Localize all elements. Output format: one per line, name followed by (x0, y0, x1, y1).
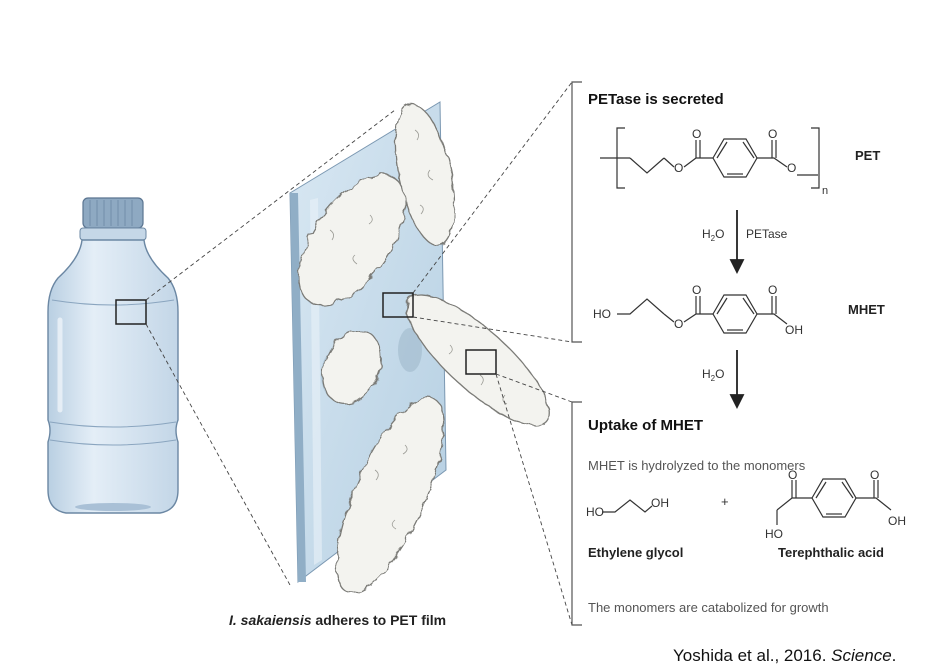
figure-caption: I. sakaiensis adheres to PET film (229, 612, 447, 628)
hydrolysis-text: MHET is hydrolyzed to the monomers (588, 458, 806, 473)
atom-o: O (692, 283, 702, 297)
bottle-neck (79, 227, 147, 241)
ethylene-glycol-structure (602, 499, 653, 513)
water-label-2: H2O (702, 367, 725, 383)
atom-o: O (870, 468, 880, 482)
zoom-lines-bottle (145, 109, 396, 586)
terephthalic-acid-structure (776, 478, 892, 525)
pet-label: PET (855, 148, 881, 163)
atom-o: O (692, 127, 702, 141)
pet-structure (600, 127, 820, 189)
bottle-zoom-box (115, 299, 147, 325)
heading-petase-secreted: PETase is secreted (588, 91, 724, 108)
atom-o: O (788, 468, 798, 482)
bottle-cap (82, 197, 144, 229)
bacterium (322, 330, 382, 404)
bacterium (394, 103, 456, 247)
atom-oh: OH (785, 323, 803, 337)
citation: Yoshida et al., 2016. Science. (673, 646, 897, 665)
bacterium (406, 293, 550, 427)
mhet-label: MHET (848, 302, 885, 317)
terephthalic-acid-label: Terephthalic acid (778, 545, 884, 560)
atom-o: O (674, 317, 684, 331)
bottle-body (47, 239, 179, 514)
atom-ho: HO (593, 307, 611, 321)
catabolized-text: The monomers are catabolized for growth (588, 600, 829, 615)
water-label: H2O (702, 227, 725, 243)
zoom-lines-film (412, 81, 573, 626)
repeat-n: n (822, 185, 829, 197)
atom-ho: HO (765, 527, 783, 541)
bacterium (335, 396, 445, 594)
atom-o: O (674, 161, 684, 175)
petase-label: PETase (746, 227, 788, 241)
film-zoom-box (382, 292, 414, 318)
ethylene-glycol-label: Ethylene glycol (588, 545, 684, 560)
heading-uptake-mhet: Uptake of MHET (588, 417, 704, 434)
bacteria-cells (298, 103, 550, 594)
panel-brackets (571, 81, 582, 626)
atom-oh: OH (651, 496, 669, 510)
bacterium (298, 174, 406, 306)
plastic-bottle (47, 197, 179, 514)
plus-sign: + (721, 494, 729, 509)
atom-o: O (768, 127, 778, 141)
atom-o: O (787, 161, 797, 175)
mhet-structure (617, 294, 788, 334)
atom-oh: OH (888, 514, 906, 528)
atom-o: O (768, 283, 778, 297)
atom-ho: HO (586, 505, 604, 519)
cell-zoom-box (465, 349, 497, 375)
reaction-arrows (729, 210, 745, 410)
